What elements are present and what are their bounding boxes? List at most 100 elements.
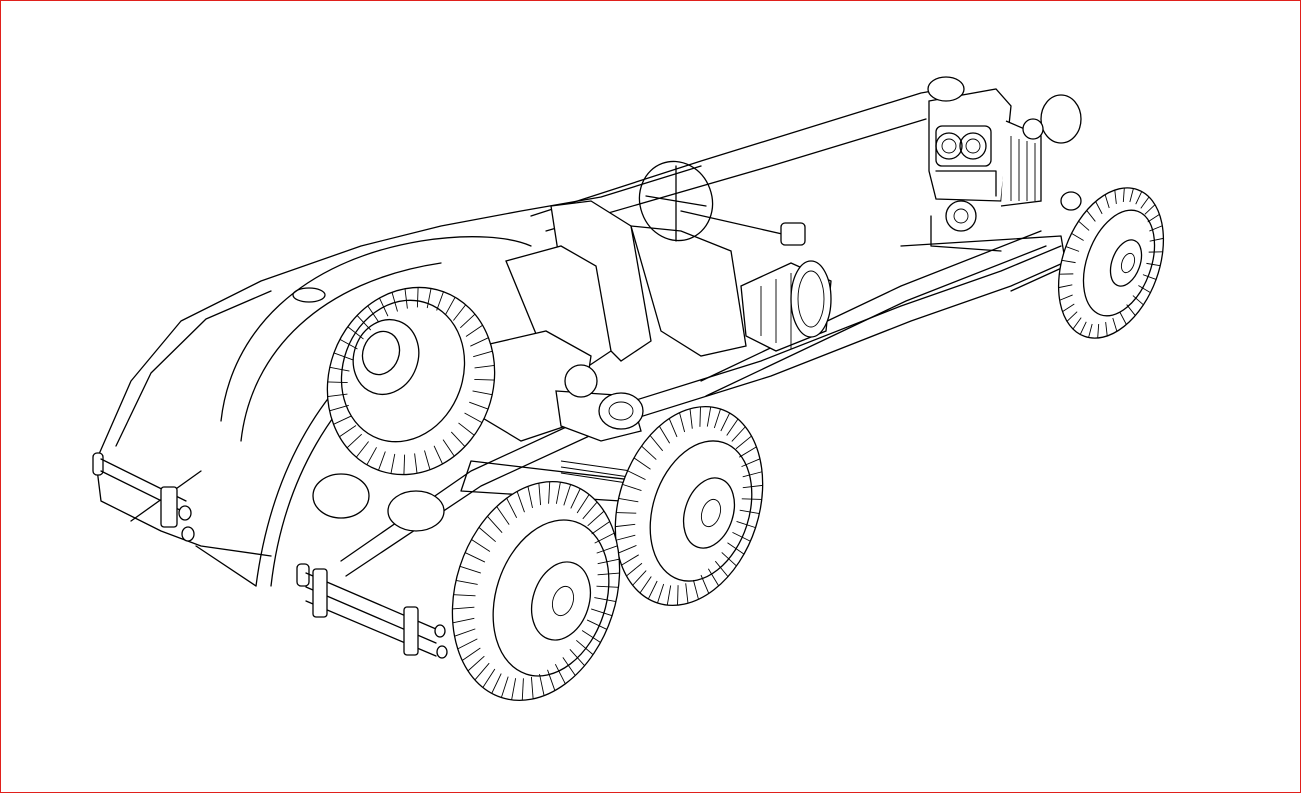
tread-lug <box>339 338 358 350</box>
tread-lug <box>692 579 699 600</box>
tread-lug <box>721 552 737 567</box>
tread-lug <box>467 655 485 672</box>
tread-lug <box>1146 262 1161 267</box>
tread-lug <box>1135 191 1143 205</box>
tread-lug <box>452 617 475 624</box>
tread-lug <box>649 435 664 452</box>
tread-lug <box>586 619 608 630</box>
tread-lug <box>450 431 466 447</box>
tread-lug <box>474 378 495 381</box>
tread-lug <box>1138 285 1151 293</box>
tread-lug <box>1132 295 1144 306</box>
tread-lug <box>459 313 476 329</box>
tread-lug <box>1112 317 1118 332</box>
tread-lug <box>414 453 418 474</box>
tread-lug <box>1142 274 1157 280</box>
tread-lug <box>511 678 517 700</box>
tread-lug <box>403 454 406 475</box>
tread-lug <box>356 315 372 331</box>
tread-lug <box>457 638 478 650</box>
tread-lug <box>1122 187 1125 203</box>
tread-lug <box>1059 294 1073 301</box>
tread-lug <box>615 523 636 528</box>
tread-lug <box>464 552 486 563</box>
tread-lug <box>741 458 761 468</box>
tread-lug <box>471 539 491 552</box>
tread-lug <box>581 630 601 643</box>
tread-lug <box>641 445 657 460</box>
tread-lug <box>731 426 746 442</box>
tread-lug <box>647 580 658 600</box>
tread-lug <box>1066 311 1078 322</box>
tread-lug <box>1104 194 1110 209</box>
tread-lug <box>436 291 444 311</box>
tread-lug <box>714 560 729 577</box>
tread-lug <box>470 337 489 347</box>
tread-lug <box>547 669 556 691</box>
tread-lug <box>404 288 408 309</box>
tread-lug <box>487 516 503 533</box>
tread-lug <box>327 393 348 397</box>
tread-lug <box>453 304 467 321</box>
tread-lug <box>554 663 566 685</box>
tread-lug <box>632 570 647 586</box>
tread-lug <box>500 676 509 698</box>
rear-axle-assembly <box>312 330 644 532</box>
tread-lug <box>506 497 518 519</box>
tread-lug <box>736 521 756 529</box>
seat-left <box>505 200 652 372</box>
steering-wheel <box>638 160 806 246</box>
tread-lug <box>569 649 585 666</box>
tread-lug <box>570 488 581 509</box>
tread-lug <box>478 527 496 543</box>
tread-lug <box>1097 323 1100 339</box>
tread-lug <box>707 568 720 587</box>
tread-lug <box>442 439 455 457</box>
tread-lug <box>587 510 605 527</box>
tread-lug <box>474 662 490 681</box>
tread-lug <box>626 562 643 577</box>
tread-lug <box>521 678 524 701</box>
tread-lug <box>597 558 620 565</box>
tread-lug <box>459 565 481 574</box>
tread-lug <box>1119 311 1127 325</box>
tread-lug <box>1105 321 1108 336</box>
tread-lug <box>639 576 652 594</box>
spare-wheel <box>326 286 496 476</box>
tread-lug <box>591 521 611 535</box>
tread-lug <box>742 484 763 489</box>
middle-rear-wheel <box>614 405 764 607</box>
tread-lug <box>615 534 636 541</box>
tread-lug <box>1086 210 1096 222</box>
tread-lug <box>329 366 350 372</box>
tread-lug <box>1065 246 1080 252</box>
tread-lug <box>699 406 701 427</box>
tread-lug <box>594 532 615 544</box>
tread-lug <box>1078 220 1090 231</box>
tread-lug <box>576 494 590 514</box>
tread-lug <box>739 446 757 458</box>
tread-lug <box>445 296 456 315</box>
tread-lug <box>596 545 618 554</box>
tread-lug <box>1140 196 1150 209</box>
tread-lug <box>464 412 483 424</box>
tread-lug <box>597 572 620 576</box>
tread-lug <box>458 422 475 436</box>
tread-lug <box>327 381 348 384</box>
tread-lug <box>453 594 476 597</box>
tread-lug <box>732 531 751 542</box>
tread-lug <box>685 583 689 604</box>
tread-lug <box>1062 303 1075 312</box>
tread-lug <box>333 415 352 425</box>
tread-lug <box>482 668 496 688</box>
tread-lug <box>530 676 534 699</box>
tread-lug <box>726 418 739 436</box>
tread-lug <box>1079 321 1087 335</box>
tread-lug <box>1072 317 1082 330</box>
tread-lug <box>742 471 763 478</box>
tread-lug <box>706 406 712 427</box>
tread-lug <box>339 425 357 438</box>
gearbox <box>740 260 832 352</box>
tread-lug <box>416 287 419 308</box>
